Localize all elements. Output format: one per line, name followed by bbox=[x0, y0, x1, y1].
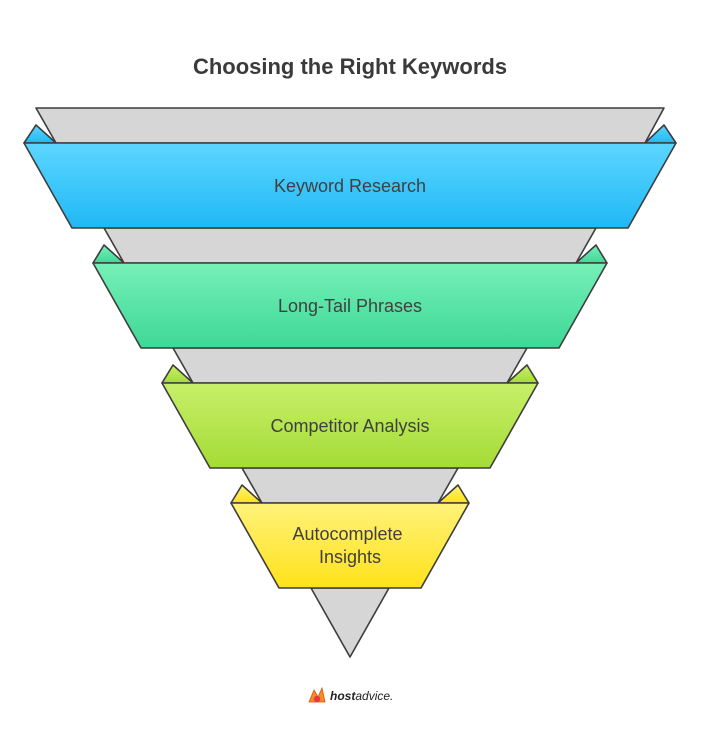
stage-label-keyword-research: Keyword Research bbox=[274, 176, 426, 196]
brand-text-regular: advice. bbox=[355, 689, 393, 703]
back-face-3 bbox=[172, 347, 528, 384]
funnel-tip bbox=[310, 587, 390, 658]
side-flaps bbox=[23, 124, 677, 504]
back-face-1 bbox=[35, 107, 665, 144]
stage-label-autocomplete-insights: Autocomplete Insights bbox=[292, 524, 407, 567]
brand-text-bold: host bbox=[330, 689, 356, 703]
stage-competitor-analysis bbox=[161, 382, 539, 469]
diagram-title: Choosing the Right Keywords bbox=[193, 54, 507, 79]
logo-icon bbox=[308, 686, 326, 703]
back-face-4 bbox=[241, 467, 459, 504]
funnel-stages bbox=[23, 142, 677, 589]
funnel-back-faces bbox=[35, 107, 665, 658]
stage-autocomplete-insights bbox=[230, 502, 470, 589]
stage-keyword-research bbox=[23, 142, 677, 229]
hostadvice-logo: hostadvice. bbox=[308, 686, 393, 703]
svg-text:hostadvice.: hostadvice. bbox=[330, 689, 393, 703]
back-face-2 bbox=[103, 227, 597, 264]
stage-label-competitor-analysis: Competitor Analysis bbox=[270, 416, 429, 436]
stage-long-tail-phrases bbox=[92, 262, 608, 349]
stage-label-long-tail-phrases: Long-Tail Phrases bbox=[278, 296, 422, 316]
